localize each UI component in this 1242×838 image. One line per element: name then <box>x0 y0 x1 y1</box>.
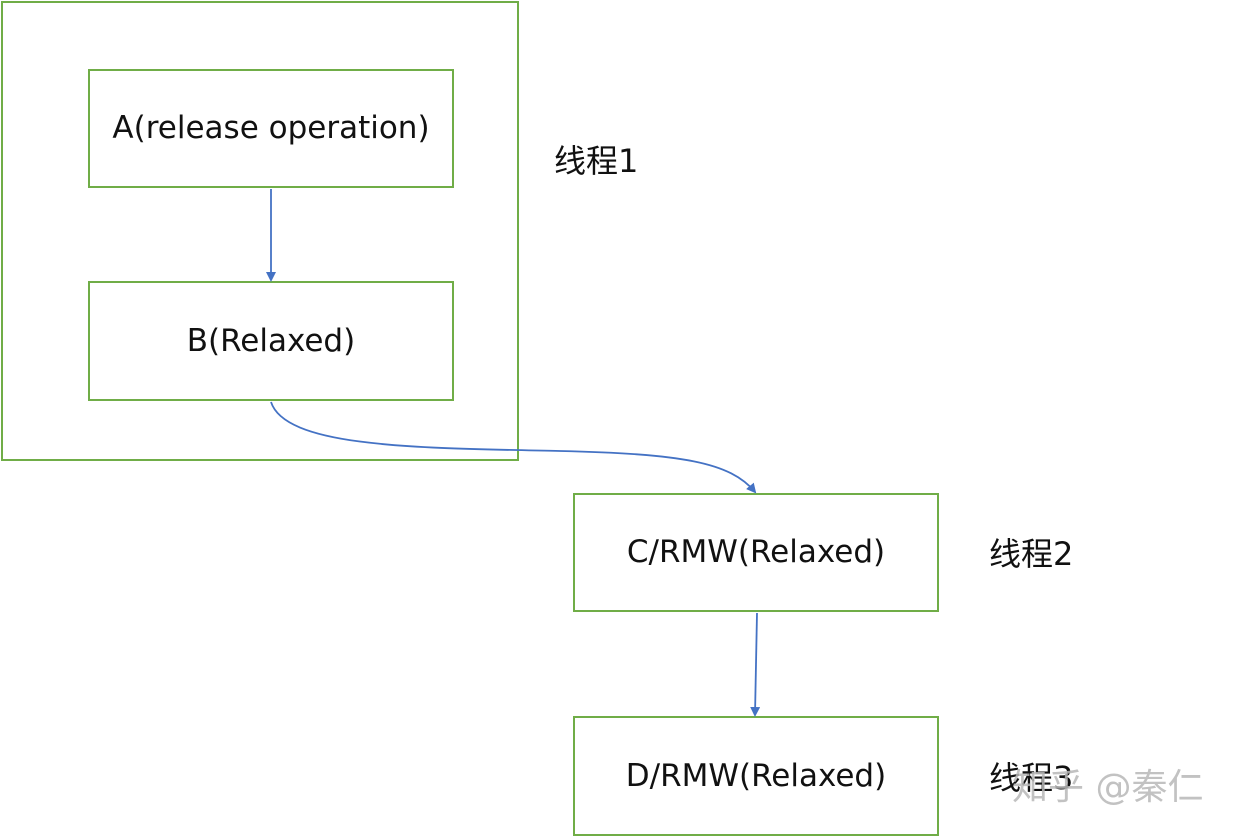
node-b-label: B(Relaxed) <box>186 322 356 359</box>
node-b: B(Relaxed) <box>88 281 454 401</box>
thread-1-frame <box>1 1 519 461</box>
node-c-label: C/RMW(Relaxed) <box>626 534 886 570</box>
node-c: C/RMW(Relaxed) <box>573 493 939 612</box>
thread-3-label: 线程3 <box>989 759 1074 797</box>
watermark: 知乎 @秦仁 <box>1012 767 1204 808</box>
thread-1-label: 线程1 <box>554 142 639 180</box>
node-d: D/RMW(Relaxed) <box>573 716 939 836</box>
thread-2-label: 线程2 <box>989 535 1074 573</box>
node-a-label: A(release operation) <box>112 110 430 146</box>
node-d-label: D/RMW(Relaxed) <box>625 757 887 794</box>
arrow-c-to-d <box>750 612 761 717</box>
node-a: A(release operation) <box>88 69 454 188</box>
